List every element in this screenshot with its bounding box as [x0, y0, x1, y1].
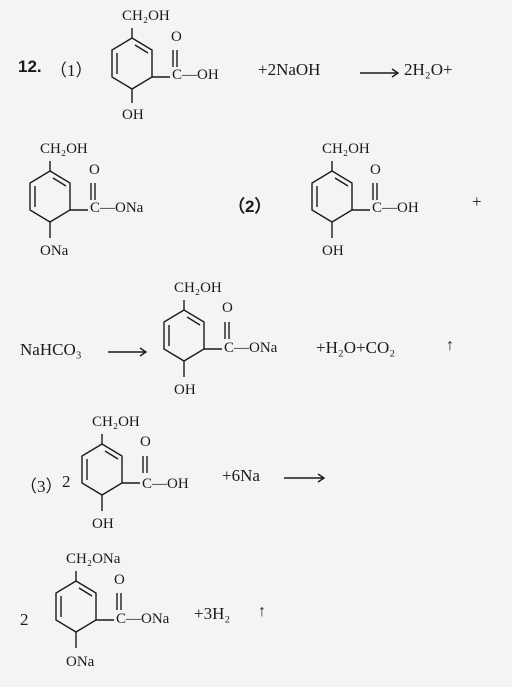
part1-reagents: +2NaOH	[258, 60, 321, 79]
benzene-ring-5	[81, 434, 148, 511]
part1-product-ona: ONa	[40, 243, 69, 259]
part2-reagent: NaHCO₃	[20, 340, 82, 359]
part3-product-acid: C—ONa	[116, 611, 170, 627]
part3-coefficient: 2	[62, 472, 71, 491]
part3-reactant-carbonyl-o: O	[140, 434, 151, 450]
part1-reactant-ch2oh: CH₂OH	[122, 8, 170, 24]
reaction-arrow-3	[284, 473, 326, 483]
part2-label: （2）	[228, 197, 272, 216]
part3-reactant-oh: OH	[92, 516, 114, 532]
part1-reactant-acid: C—OH	[172, 67, 219, 83]
benzene-ring-1	[111, 28, 178, 103]
part1-product-carbonyl-o: O	[89, 162, 100, 178]
benzene-ring-3	[311, 161, 378, 238]
part3-byproduct: +3H₂	[194, 604, 231, 623]
part2-reactant-acid: C—OH	[372, 200, 419, 216]
part2-product-carbonyl-o: O	[222, 300, 233, 316]
problem-number: 12.	[18, 57, 42, 76]
gas-arrow-icon: ↑	[446, 337, 454, 354]
part1-reactant-carbonyl-o: O	[171, 29, 182, 45]
part2-byproducts: +H₂O+CO₂	[316, 338, 396, 357]
part2-product-oh: OH	[174, 382, 196, 398]
part2-product-acid: C—ONa	[224, 340, 278, 356]
part2-reactant-oh: OH	[322, 243, 344, 259]
part2-plus: +	[472, 192, 482, 211]
benzene-ring-2	[29, 161, 96, 238]
part1-products: 2H₂O+	[404, 60, 453, 79]
benzene-ring-6	[55, 571, 122, 648]
part3-product-carbonyl-o: O	[114, 572, 125, 588]
part3-reagent: +6Na	[222, 466, 260, 485]
part2-product-ch2oh: CH₂OH	[174, 280, 222, 296]
gas-arrow-icon-2: ↑	[258, 603, 266, 620]
reaction-arrow-1	[360, 68, 400, 78]
part1-product-acid: C—ONa	[90, 200, 144, 216]
part3-label: （3）	[20, 477, 63, 496]
part2-reactant-ch2oh: CH₂OH	[322, 141, 370, 157]
part3-product-ona: ONa	[66, 654, 95, 670]
part3-reactant-ch2oh: CH₂OH	[92, 414, 140, 430]
part1-product-ch2oh: CH₂OH	[40, 141, 88, 157]
part1-reactant-oh: OH	[122, 107, 144, 123]
reaction-arrow-2	[108, 347, 148, 357]
part3-product-coefficient: 2	[20, 610, 29, 629]
part3-reactant-acid: C—OH	[142, 476, 189, 492]
benzene-ring-4	[163, 300, 230, 377]
part2-reactant-carbonyl-o: O	[370, 162, 381, 178]
part1-label: （1）	[50, 61, 93, 80]
part3-product-ch2ona: CH₂ONa	[66, 551, 121, 567]
